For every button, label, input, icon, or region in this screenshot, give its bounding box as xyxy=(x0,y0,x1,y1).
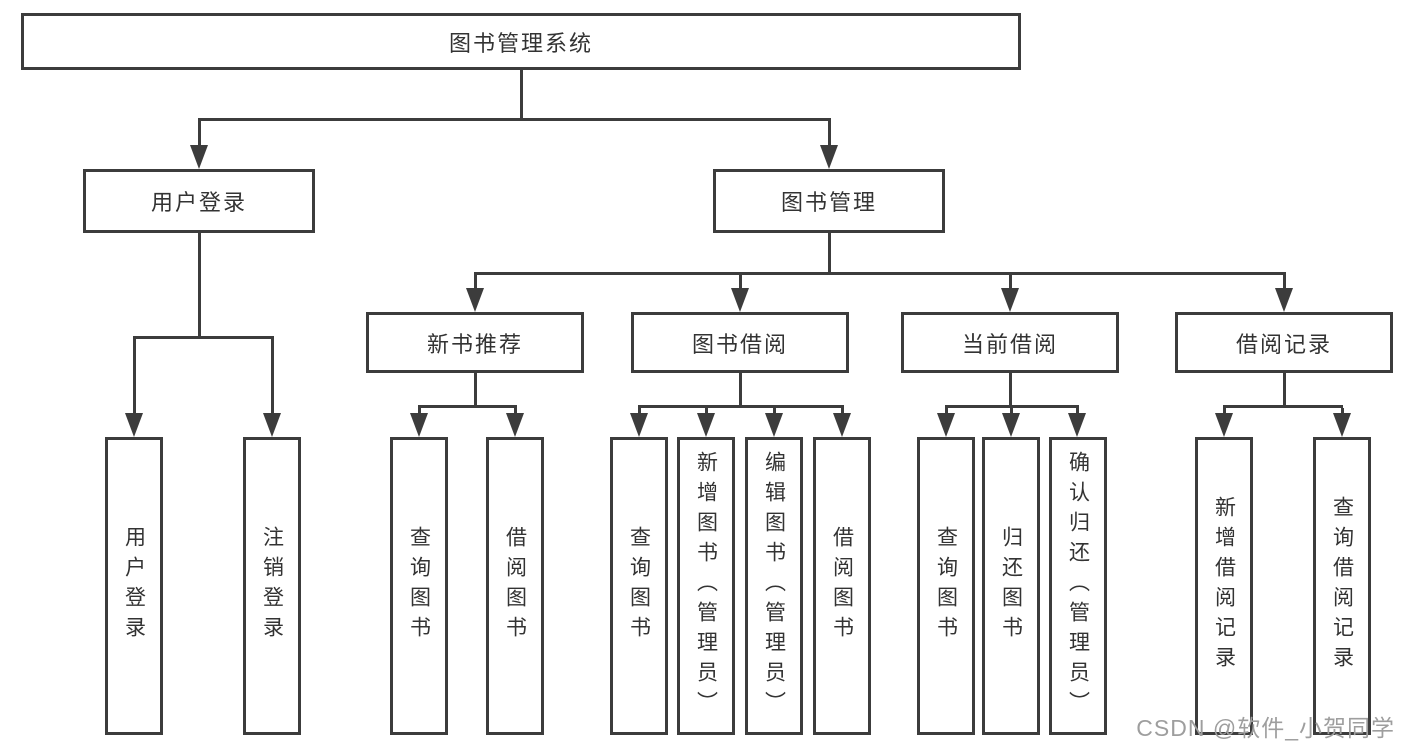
node-query-books-current: 查询图书 xyxy=(917,437,975,735)
connector-current-borrow-trunk xyxy=(1009,373,1012,405)
arrowhead-book-borrow xyxy=(731,288,749,312)
connector-drop-borrow-books-2 xyxy=(841,408,844,416)
connector-book-management-trunk xyxy=(828,233,831,272)
node-query-borrow-record: 查询借阅记录 xyxy=(1313,437,1371,735)
arrowhead-confirm-return xyxy=(1068,413,1086,437)
connector-book-management-branch xyxy=(474,272,1286,275)
node-query-books-recommend: 查询图书 xyxy=(390,437,448,735)
arrowhead-edit-book xyxy=(765,413,783,437)
connector-drop-edit-book xyxy=(773,408,776,416)
node-add-borrow-record: 新增借阅记录 xyxy=(1195,437,1253,735)
connector-drop-login xyxy=(133,339,136,413)
connector-current-borrow-branch xyxy=(945,405,1079,408)
arrowhead-logout xyxy=(263,413,281,437)
arrowhead-user-login xyxy=(190,145,208,169)
connector-drop-user-login xyxy=(198,121,201,147)
connector-drop-book-borrow xyxy=(739,275,742,288)
connector-drop-new-book xyxy=(474,275,477,288)
connector-drop-query-books-3 xyxy=(945,408,948,416)
node-borrow-books-borrow: 借阅图书 xyxy=(813,437,871,735)
connector-new-book-trunk xyxy=(474,373,477,405)
connector-root-trunk xyxy=(520,70,523,118)
node-book-borrow: 图书借阅 xyxy=(631,312,849,373)
connector-borrow-records-trunk xyxy=(1283,373,1286,405)
arrowhead-query-books-2 xyxy=(630,413,648,437)
connector-drop-book-management xyxy=(828,121,831,147)
node-borrow-books-recommend: 借阅图书 xyxy=(486,437,544,735)
arrowhead-borrow-books-2 xyxy=(833,413,851,437)
arrowhead-add-book xyxy=(697,413,715,437)
connector-drop-add-record xyxy=(1223,408,1226,416)
arrowhead-borrow-books-1 xyxy=(506,413,524,437)
connector-drop-borrow-books-1 xyxy=(514,408,517,416)
connector-drop-return-book xyxy=(1010,408,1013,416)
arrowhead-new-book xyxy=(466,288,484,312)
arrowhead-query-books-1 xyxy=(410,413,428,437)
connector-book-borrow-branch xyxy=(638,405,844,408)
connector-drop-logout xyxy=(271,339,274,413)
connector-user-login-branch xyxy=(133,336,274,339)
arrowhead-return-book xyxy=(1002,413,1020,437)
arrowhead-login xyxy=(125,413,143,437)
node-new-book-recommend: 新书推荐 xyxy=(366,312,584,373)
node-logout: 注销登录 xyxy=(243,437,301,735)
arrowhead-query-record xyxy=(1333,413,1351,437)
node-add-book-admin: 新增图书（管理员） xyxy=(677,437,735,735)
node-current-borrow: 当前借阅 xyxy=(901,312,1119,373)
node-root: 图书管理系统 xyxy=(21,13,1021,70)
connector-drop-add-book xyxy=(705,408,708,416)
arrowhead-current-borrow xyxy=(1001,288,1019,312)
node-query-books-borrow: 查询图书 xyxy=(610,437,668,735)
arrowhead-query-books-3 xyxy=(937,413,955,437)
connector-book-borrow-trunk xyxy=(739,373,742,405)
connector-drop-query-record xyxy=(1341,408,1344,416)
arrowhead-add-record xyxy=(1215,413,1233,437)
node-login: 用户登录 xyxy=(105,437,163,735)
node-user-login: 用户登录 xyxy=(83,169,315,233)
connector-drop-current-borrow xyxy=(1009,275,1012,288)
node-edit-book-admin: 编辑图书（管理员） xyxy=(745,437,803,735)
connector-borrow-records-branch xyxy=(1223,405,1343,408)
arrowhead-book-management xyxy=(820,145,838,169)
connector-drop-query-books-2 xyxy=(638,408,641,416)
arrowhead-borrow-records xyxy=(1275,288,1293,312)
csdn-watermark: CSDN @软件_小贺同学 xyxy=(1136,715,1395,741)
connector-new-book-branch xyxy=(418,405,517,408)
node-book-management: 图书管理 xyxy=(713,169,945,233)
connector-drop-query-books-1 xyxy=(418,408,421,416)
connector-drop-confirm-return xyxy=(1076,408,1079,416)
node-confirm-return-admin: 确认归还（管理员） xyxy=(1049,437,1107,735)
connector-user-login-trunk xyxy=(198,233,201,336)
node-return-book: 归还图书 xyxy=(982,437,1040,735)
connector-drop-borrow-records xyxy=(1283,275,1286,288)
connector-root-branch xyxy=(198,118,831,121)
node-borrow-records: 借阅记录 xyxy=(1175,312,1393,373)
